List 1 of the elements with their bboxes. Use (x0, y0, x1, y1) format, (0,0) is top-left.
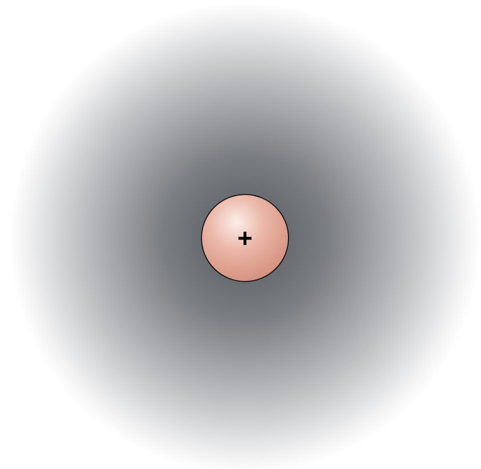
charge-sign: + (237, 225, 253, 251)
